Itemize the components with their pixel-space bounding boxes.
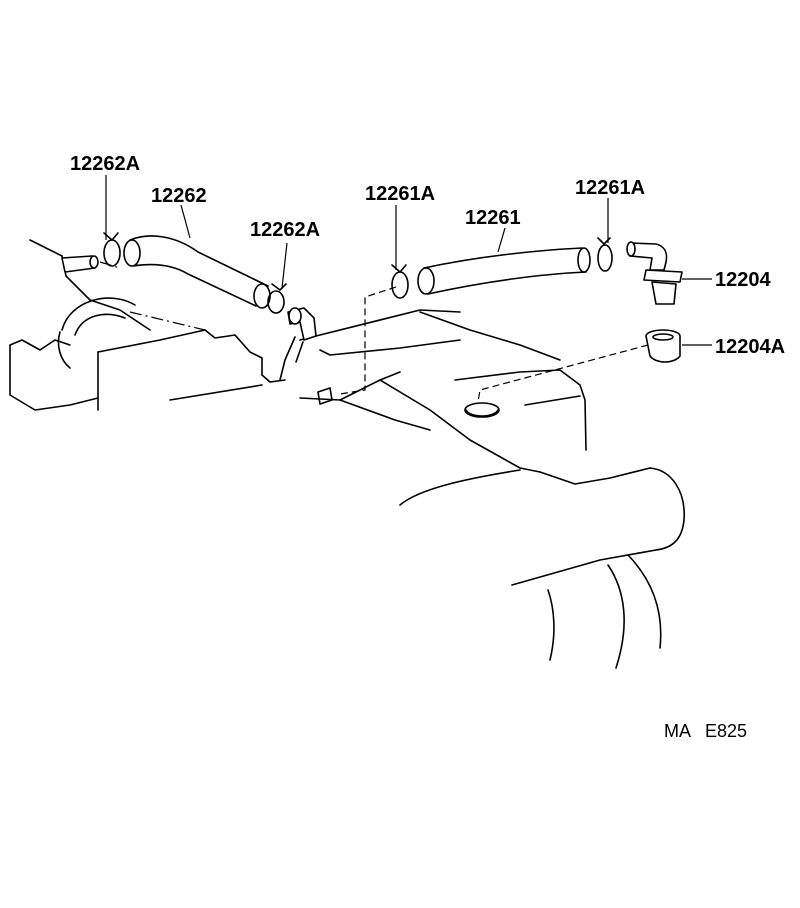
clamp-12261a-left — [391, 264, 409, 299]
figure-code: MA E825 — [664, 721, 747, 741]
label-hose-12261: 12261 — [465, 207, 521, 229]
callout-leaders — [105, 175, 712, 346]
clamp-12262a-right — [267, 283, 287, 314]
hose-12261 — [417, 247, 591, 295]
label-clamp-12262a-left: 12262A — [70, 153, 140, 175]
hose-12262 — [123, 235, 271, 309]
label-clamp-12261a-left: 12261A — [365, 183, 435, 205]
engine-outline — [9, 239, 685, 669]
label-hose-12262: 12262 — [151, 185, 207, 207]
clamp-12262a-left — [103, 232, 121, 267]
assembly-lines — [99, 261, 649, 403]
label-grommet-12204a: 12204A — [715, 336, 785, 358]
label-clamp-12261a-right: 12261A — [575, 177, 645, 199]
label-clamp-12262a-right: 12262A — [250, 219, 320, 241]
label-valve-12204: 12204 — [715, 269, 771, 291]
grommet-12204a — [645, 329, 681, 363]
pcv-valve-12204 — [626, 241, 683, 305]
left-port-nipple — [61, 255, 99, 273]
elbow-fitting — [287, 307, 317, 341]
clamp-12261a-right — [597, 237, 613, 272]
